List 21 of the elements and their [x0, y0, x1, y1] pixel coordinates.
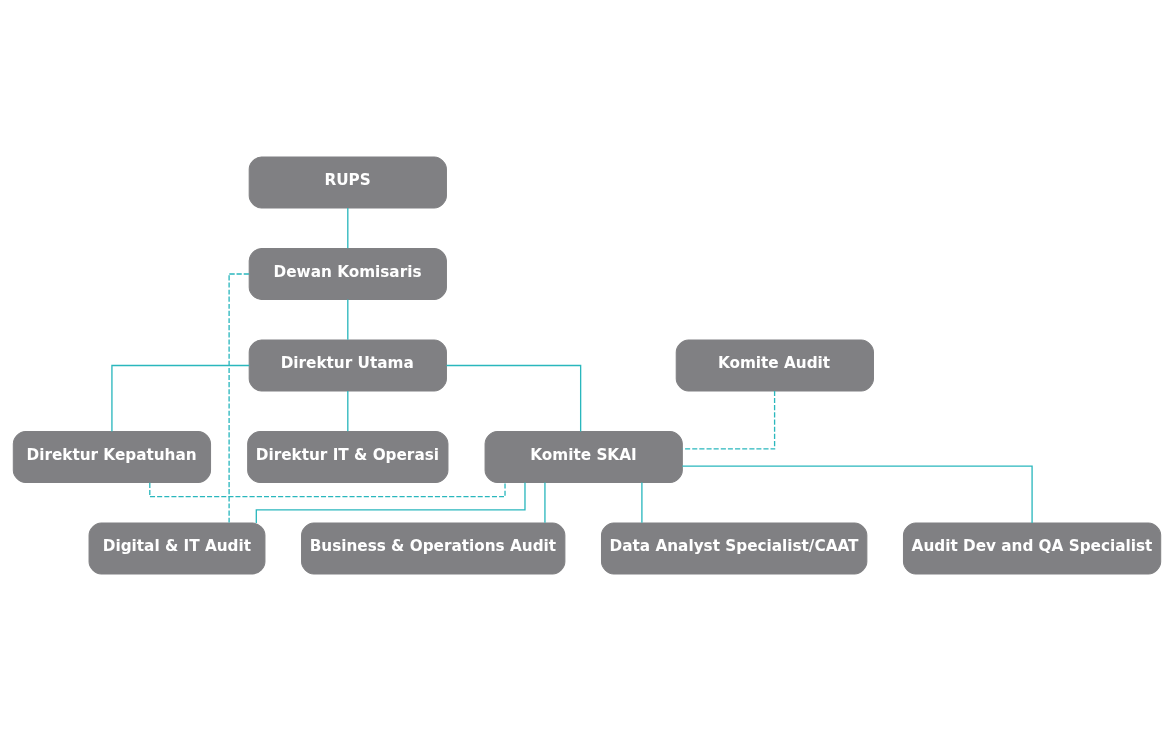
- connector: [347, 298, 349, 341]
- node-box: Business & Operations Audit: [301, 522, 566, 575]
- node-box: Direktur Kepatuhan: [12, 431, 212, 483]
- connector: [641, 481, 643, 524]
- node-box: Digital & IT Audit: [88, 522, 266, 575]
- connector: [347, 390, 349, 432]
- connector: [111, 364, 250, 433]
- node-box: Komite Audit: [675, 339, 874, 392]
- node-box: Direktur Utama: [248, 339, 447, 392]
- node-box: Komite SKAI: [484, 431, 683, 483]
- connector: [681, 465, 1033, 524]
- connector: [445, 364, 582, 433]
- node-box: Audit Dev and QA Specialist: [902, 522, 1162, 575]
- node-box: RUPS: [248, 156, 447, 209]
- connector: [544, 481, 546, 524]
- connector: [681, 390, 776, 450]
- node-box: Data Analyst Specialist/CAAT: [601, 522, 868, 575]
- connector: [347, 207, 349, 249]
- node-box: Direktur IT & Operasi: [247, 431, 449, 483]
- connector: [228, 273, 250, 524]
- node-box: Dewan Komisaris: [248, 248, 447, 300]
